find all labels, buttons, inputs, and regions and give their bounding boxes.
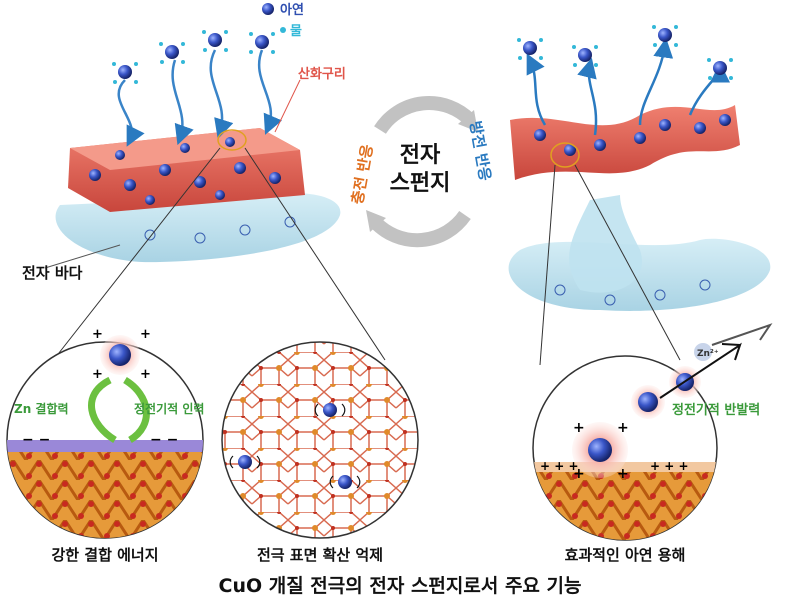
svg-text:+: +: [573, 466, 585, 482]
legend-water: 물: [290, 24, 302, 39]
legend-zinc: 아연: [280, 2, 304, 18]
svg-text:+: +: [140, 367, 151, 382]
inset-zinc-dissolution: ++++ + + ++ + + 효과적인 아연 용해: [532, 355, 718, 564]
electrostatic-attraction-label: 정전기적 인력: [134, 401, 204, 416]
svg-text:+: +: [92, 367, 103, 382]
zn-ion-label: Zn²⁺: [697, 349, 719, 359]
zinc-deposition-arrows: [117, 49, 283, 147]
svg-text:− −: − −: [150, 432, 178, 448]
caption-surface-diffusion: 전극 표면 확산 억제: [257, 546, 383, 564]
zinc-atoms-right-rod: [534, 114, 731, 156]
svg-text:− −: − −: [22, 432, 50, 448]
cycle-center-line2: 스펀지: [390, 171, 451, 196]
svg-text:+ + +: + + +: [650, 459, 689, 473]
cycle-center-line1: 전자: [400, 143, 441, 168]
svg-text:+ + +: + + +: [540, 459, 579, 473]
zinc-atom: [109, 344, 131, 366]
electron-sponge-cycle: 전자 스펀지 충전 반응 방전 반응: [348, 96, 494, 248]
charge-reaction-label: 충전 반응: [348, 143, 376, 206]
electron-sea-label: 전자 바다: [22, 264, 83, 282]
svg-text:+: +: [92, 327, 103, 342]
discharge-reaction-label: 방전 반응: [466, 120, 494, 183]
cycle-arrow-head-icon: [458, 110, 478, 132]
dissolved-zinc-ions: [523, 28, 727, 75]
zn-ion-bubble: [694, 343, 712, 361]
zinc-atoms-on-rod: [89, 137, 281, 205]
svg-text:+: +: [617, 466, 629, 482]
caption-binding-energy: 강한 결합 에너지: [51, 546, 158, 564]
attraction-cycle-icon: [88, 376, 117, 443]
repulsion-group: Zn²⁺ 정전기적 반발력: [631, 323, 773, 419]
figure-title: CuO 개질 전극의 전자 스펀지로서 주요 기능: [219, 575, 582, 597]
zn-binding-label: Zn 결합력: [14, 401, 69, 416]
left-electrode-scene: 아연 물 산화구리 전자 바다: [22, 2, 386, 361]
legend-copper-oxide: 산화구리: [298, 66, 346, 82]
right-electrode-scene: [508, 25, 771, 366]
zinc-legend-icon: [262, 3, 274, 15]
svg-text:+: +: [573, 420, 585, 436]
twisted-copper-oxide-rod: [510, 105, 740, 180]
caption-zinc-dissolution: 효과적인 아연 용해: [565, 546, 686, 564]
trapped-zinc-atoms: [238, 403, 352, 489]
svg-text:+: +: [140, 327, 151, 342]
water-molecules: [112, 30, 275, 84]
inset-surface-diffusion: 전극 표면 확산 억제: [221, 341, 419, 564]
repulsion-arrow-icon: [659, 342, 742, 399]
water-legend-icon: [280, 27, 286, 33]
zinc-atom-right: [588, 438, 612, 462]
inset-binding-energy: + + + + Zn 결합력 정전기적 인력 − − − − 강한 결합 에너지: [6, 327, 204, 564]
lattice-view: [221, 341, 419, 539]
svg-text:+: +: [617, 420, 629, 436]
zinc-ions: [118, 33, 269, 79]
repulsion-label: 정전기적 반발력: [672, 402, 760, 418]
